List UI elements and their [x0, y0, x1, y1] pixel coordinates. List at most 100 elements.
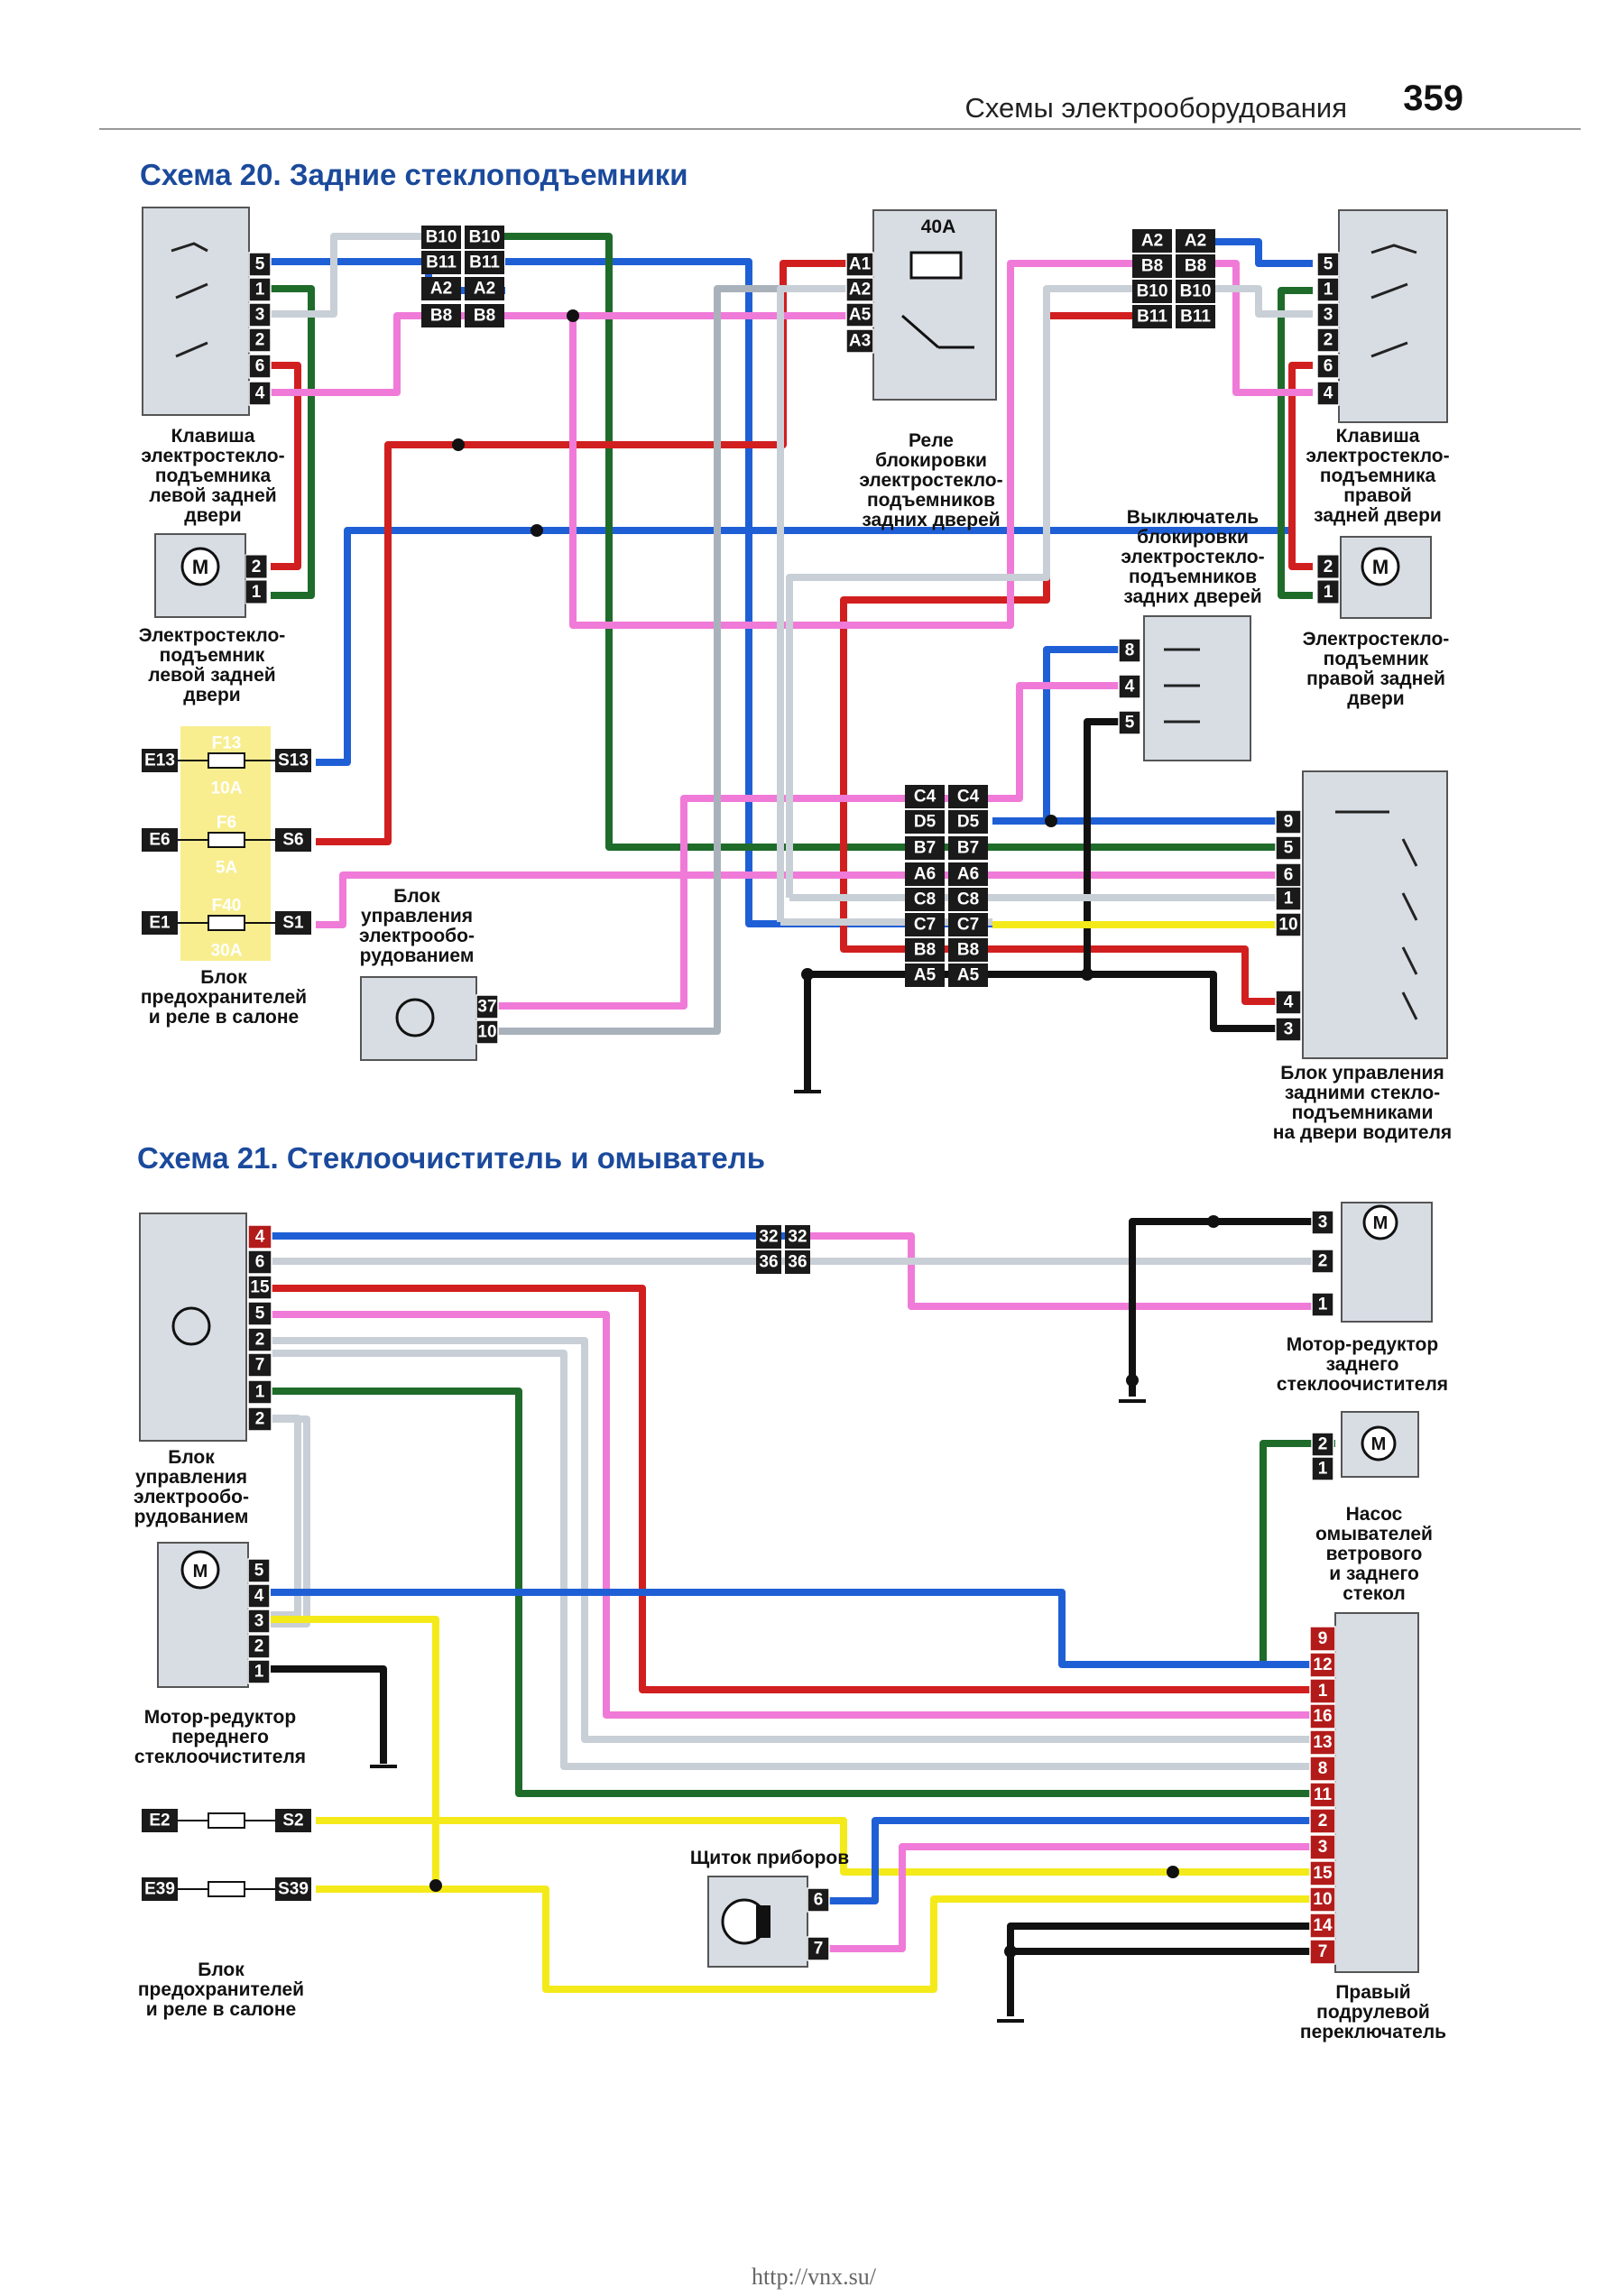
connector-label: A2	[474, 280, 495, 299]
motor-icon	[1362, 1204, 1398, 1240]
connector-label: A6	[957, 865, 979, 884]
connector-label: A2	[430, 280, 452, 299]
ecu-20-label-line: рудованием	[360, 945, 475, 966]
pin-box	[1316, 302, 1340, 327]
fusebox-20-label-line: предохранителей	[141, 987, 307, 1008]
pin-label: 4	[1125, 678, 1135, 696]
left-switch-label-line: левой задней	[149, 485, 276, 506]
svg-text:M: M	[1373, 1213, 1389, 1233]
relay-rating: 40A	[921, 217, 956, 237]
left-switch-label-line: двери	[184, 505, 241, 526]
connector-cell	[1132, 229, 1172, 253]
pin-label: 2	[254, 1637, 264, 1656]
fuse-terminal	[275, 911, 311, 935]
pin-box	[248, 354, 272, 379]
pin-box	[248, 302, 272, 327]
rear-motor-label-line: стеклоочистителя	[1277, 1374, 1448, 1395]
pin-box	[247, 1249, 272, 1275]
pin-box	[248, 252, 272, 277]
pin-box	[247, 1659, 271, 1684]
scheme20-wires	[271, 233, 1313, 1090]
pin-label: 5	[1284, 839, 1294, 858]
fusebox-20-label-line: Блок	[200, 967, 247, 988]
pin-label: 2	[255, 1331, 265, 1350]
pin-box	[247, 1634, 271, 1659]
front-motor-label-line: переднего	[171, 1727, 269, 1747]
pin-label: 5	[255, 1305, 265, 1323]
pump-pins: 21	[1311, 1432, 1334, 1481]
connector-label: 36	[759, 1253, 778, 1272]
fuse-terminal	[142, 911, 178, 935]
fuse-terminal	[275, 1877, 311, 1901]
pin-label: 6	[814, 1891, 824, 1910]
scheme21-junctions	[429, 1215, 1220, 1958]
pin-box	[1309, 1782, 1336, 1808]
pump-label-line: Насос	[1346, 1504, 1403, 1525]
front-motor-label-line: стеклоочистителя	[134, 1747, 306, 1767]
connector-label: A6	[914, 865, 936, 884]
rear-motor-label-line: Мотор-редуктор	[1287, 1334, 1438, 1355]
connector-label: B8	[474, 307, 495, 326]
pin-label: 12	[1313, 1655, 1332, 1674]
fuse-terminal-label: E13	[144, 752, 175, 770]
pin-box	[1309, 1756, 1336, 1782]
left-motor-label-line: Электростекло-	[139, 625, 286, 646]
pin-box	[247, 1558, 271, 1583]
pin-box	[248, 277, 272, 302]
connector-label: D5	[914, 813, 937, 832]
pin-label: 6	[255, 357, 265, 376]
lock-relay: 40A	[872, 209, 997, 401]
pin-label: 7	[255, 1356, 265, 1375]
connector-label: B11	[1180, 308, 1211, 327]
right-column-switch	[1334, 1612, 1419, 1973]
pin-box	[1275, 1017, 1302, 1042]
fuse-name: F39	[212, 1863, 242, 1882]
pin-box	[247, 1379, 272, 1405]
pin-label: 1	[1324, 281, 1333, 300]
pin-box	[1309, 1913, 1336, 1939]
connector-cell	[905, 785, 945, 808]
instrument-cluster	[707, 1876, 808, 1968]
pin-label: 8	[1318, 1759, 1328, 1778]
ecu-20-label-line: Блок	[393, 886, 440, 907]
right-motor-label-line: подъемник	[1324, 649, 1429, 669]
pin-box	[1118, 710, 1141, 735]
connector-label: C7	[914, 916, 936, 935]
pin-box	[1309, 1808, 1336, 1834]
pin-label: 2	[1324, 558, 1333, 576]
connector-cell	[948, 862, 988, 886]
pin-box	[1311, 1210, 1334, 1235]
pin-box	[807, 1936, 830, 1961]
connector-label: C8	[914, 890, 936, 909]
pin-box	[247, 1583, 271, 1609]
pin-box	[475, 1019, 499, 1045]
connector-label: B7	[914, 839, 936, 858]
fuse-terminal	[142, 828, 178, 852]
page-number: 359	[1403, 78, 1463, 118]
pin-label: 6	[1324, 357, 1333, 376]
pin-label: A1	[849, 255, 872, 274]
ecu-21-label-line: рудованием	[134, 1507, 249, 1527]
pin-box	[247, 1609, 271, 1634]
connector-cell	[1176, 280, 1215, 303]
fuse-name: F13	[212, 734, 242, 753]
pin-box	[1309, 1678, 1336, 1704]
connector-label: B11	[426, 254, 457, 272]
pin-label: 2	[1324, 331, 1333, 350]
fuse-rating: 10A	[211, 779, 243, 798]
pin-label: 4	[1324, 384, 1333, 403]
connector-cell	[905, 938, 945, 962]
pin-label: 5	[1125, 714, 1135, 733]
connector-label: B8	[1185, 257, 1206, 276]
pin-box	[245, 554, 268, 579]
pin-label: 6	[1284, 866, 1294, 885]
ecu-21-label-line: электрообо-	[134, 1487, 249, 1508]
motor-icon	[1361, 547, 1400, 586]
